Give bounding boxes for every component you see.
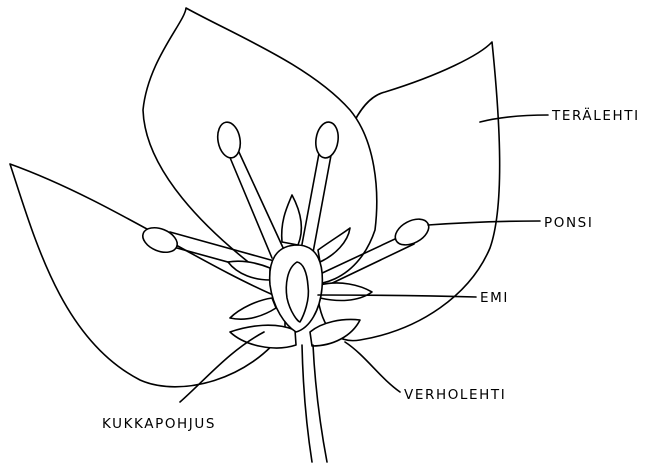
label-kukkapohjus: KUKKAPOHJUS	[102, 416, 216, 432]
leader-verholehti	[345, 342, 400, 392]
stem	[302, 345, 327, 462]
label-emi: EMI	[480, 290, 509, 306]
label-teralehti: TERÄLEHTI	[551, 106, 640, 124]
label-verholehti: VERHOLEHTI	[404, 387, 506, 403]
label-ponsi: PONSI	[544, 215, 593, 231]
